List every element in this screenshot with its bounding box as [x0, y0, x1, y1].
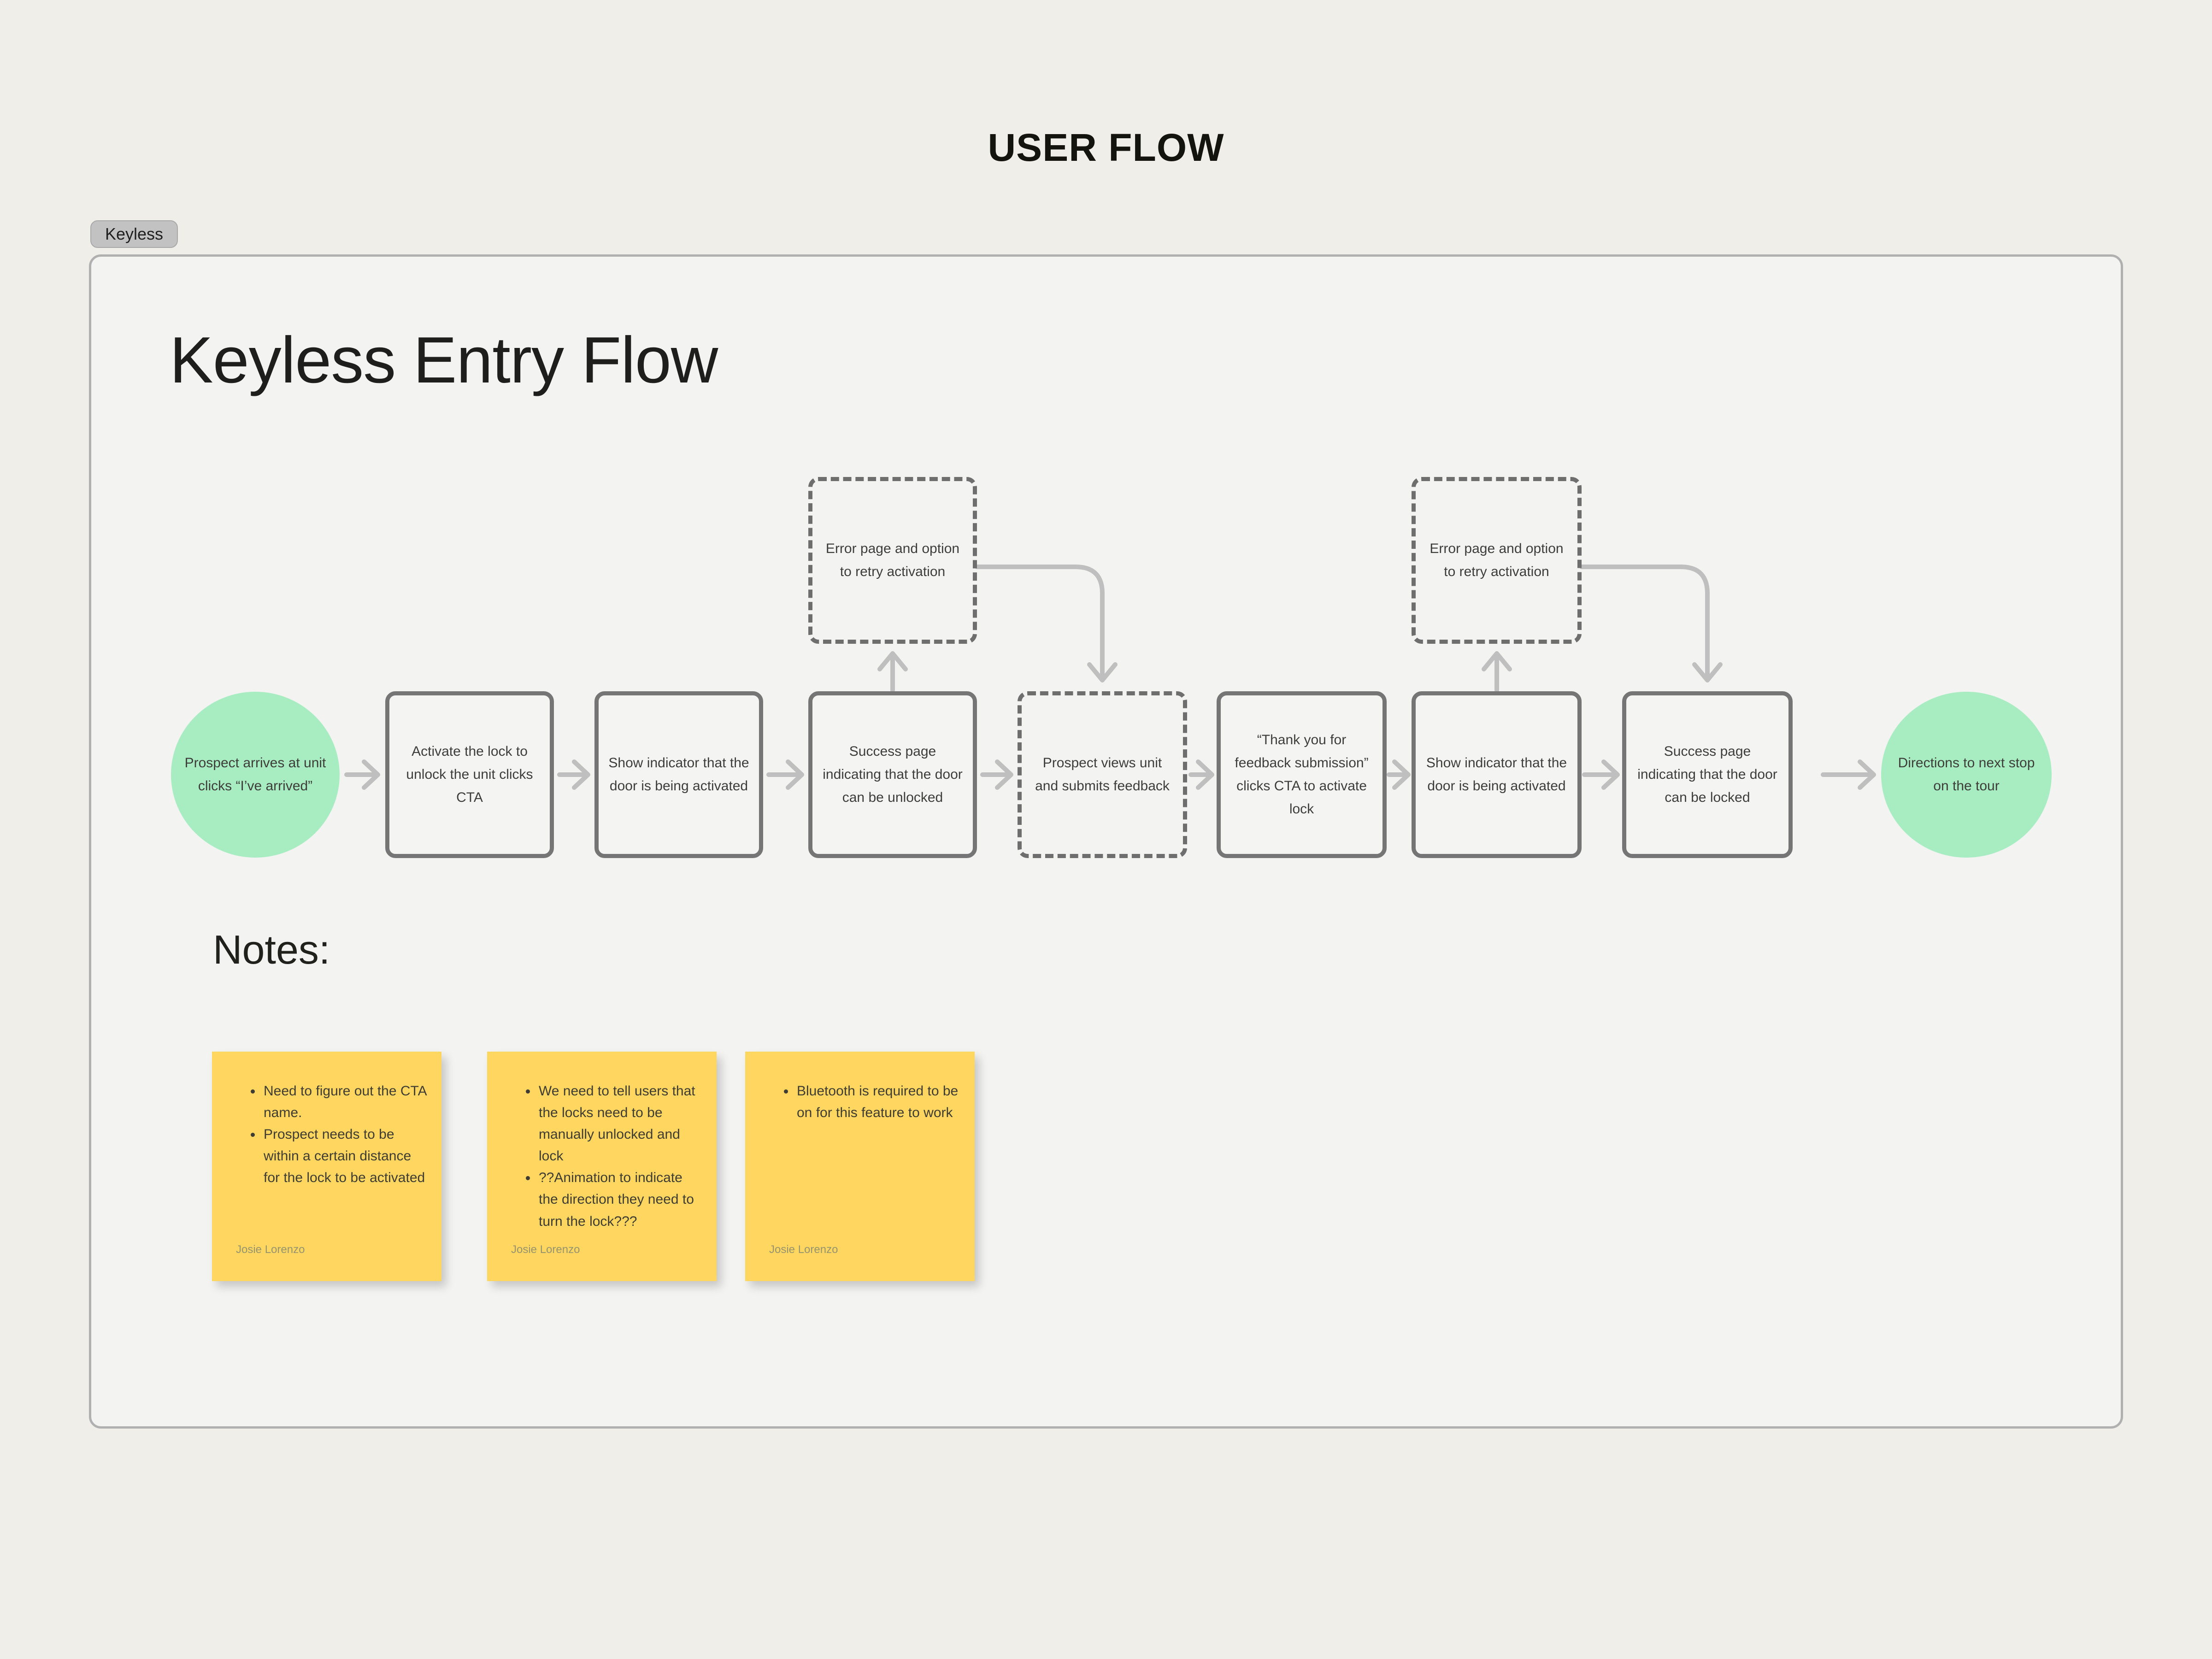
notes-heading: Notes:: [213, 927, 330, 972]
flow-node-end[interactable]: Directions to next stop on the tour: [1881, 692, 2052, 858]
flow-node-label: Show indicator that the door is being ac…: [608, 755, 749, 794]
sticky-note-manual-unlock[interactable]: We need to tell users that the locks nee…: [487, 1052, 717, 1281]
flow-node-label: Directions to next stop on the tour: [1898, 755, 2035, 794]
frame-tab-keyless[interactable]: Keyless: [90, 220, 178, 248]
flow-node-label: Success page indicating that the door ca…: [1637, 744, 1777, 805]
flow-node-show-indicator-2[interactable]: Show indicator that the door is being ac…: [1412, 691, 1582, 858]
board-title: USER FLOW: [988, 126, 1224, 169]
sticky-note-bluetooth[interactable]: Bluetooth is required to be on for this …: [745, 1052, 975, 1281]
sticky-note-bullet: We need to tell users that the locks nee…: [537, 1080, 705, 1167]
flow-node-label: Activate the lock to unlock the unit cli…: [406, 744, 533, 805]
sticky-note-bullet: ??Animation to indicate the direction th…: [537, 1167, 705, 1232]
flow-node-label: “Thank you for feedback submission” clic…: [1235, 732, 1369, 817]
sticky-note-cta-name[interactable]: Need to figure out the CTA name. Prospec…: [212, 1052, 441, 1281]
sticky-note-author: Josie Lorenzo: [236, 1243, 305, 1256]
flow-node-error-retry-1[interactable]: Error page and option to retry activatio…: [808, 477, 977, 644]
flow-node-label: Show indicator that the door is being ac…: [1426, 755, 1567, 794]
sticky-note-bullet: Need to figure out the CTA name.: [262, 1080, 429, 1124]
flow-node-success-unlocked[interactable]: Success page indicating that the door ca…: [808, 691, 977, 858]
flow-node-start[interactable]: Prospect arrives at unit clicks “I’ve ar…: [171, 692, 340, 858]
sticky-note-bullets: We need to tell users that the locks nee…: [487, 1080, 705, 1232]
flow-node-label: Error page and option to retry activatio…: [1430, 541, 1564, 579]
flow-node-prospect-views[interactable]: Prospect views unit and submits feedback: [1018, 691, 1187, 858]
flow-node-label: Prospect views unit and submits feedback: [1035, 755, 1170, 794]
flow-node-label: Error page and option to retry activatio…: [825, 541, 960, 579]
flow-node-label: Success page indicating that the door ca…: [823, 744, 963, 805]
flow-node-activate-lock[interactable]: Activate the lock to unlock the unit cli…: [385, 691, 554, 858]
frame-heading: Keyless Entry Flow: [170, 324, 718, 397]
sticky-note-author: Josie Lorenzo: [511, 1243, 580, 1256]
flow-node-thank-you-feedback[interactable]: “Thank you for feedback submission” clic…: [1217, 691, 1387, 858]
sticky-note-bullet: Bluetooth is required to be on for this …: [795, 1080, 963, 1124]
flow-node-success-locked[interactable]: Success page indicating that the door ca…: [1622, 691, 1793, 858]
flow-node-error-retry-2[interactable]: Error page and option to retry activatio…: [1412, 477, 1582, 644]
sticky-note-bullets: Need to figure out the CTA name. Prospec…: [212, 1080, 429, 1188]
sticky-note-bullet: Prospect needs to be within a certain di…: [262, 1124, 429, 1188]
sticky-note-bullets: Bluetooth is required to be on for this …: [745, 1080, 963, 1124]
flow-node-show-indicator-1[interactable]: Show indicator that the door is being ac…: [594, 691, 763, 858]
flow-node-label: Prospect arrives at unit clicks “I’ve ar…: [184, 755, 326, 794]
sticky-note-author: Josie Lorenzo: [769, 1243, 838, 1256]
